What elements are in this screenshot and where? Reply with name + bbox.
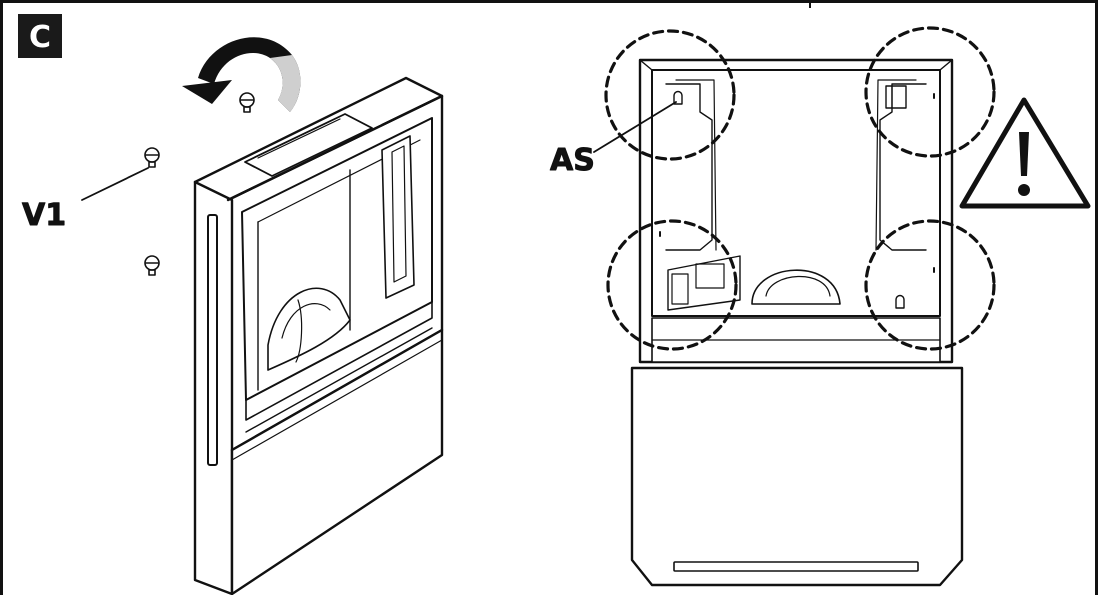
- v1-leader-line: [81, 167, 149, 201]
- attention-circles: [604, 26, 996, 351]
- step-badge: C: [18, 14, 62, 58]
- v1-label: V1: [22, 198, 66, 233]
- screw-icon: [239, 92, 255, 113]
- hood-front-view: AS: [550, 26, 1091, 587]
- highlight-circle-top-left: [604, 29, 736, 161]
- curved-arrow-icon: [182, 37, 301, 112]
- front-body: [630, 58, 964, 587]
- highlight-circle-top-right: [864, 26, 996, 158]
- hood-body: [193, 76, 444, 595]
- highlight-circle-bottom-right: [864, 219, 996, 351]
- step-label: C: [29, 20, 51, 55]
- screw-icon: [144, 147, 160, 168]
- hood-perspective-view: V1: [22, 37, 444, 595]
- warning-triangle-icon: [959, 97, 1091, 209]
- screw-icon: [144, 255, 160, 276]
- highlight-circle-bottom-left: [606, 219, 738, 351]
- as-label: AS: [550, 143, 595, 178]
- as-leader-line: [593, 101, 677, 153]
